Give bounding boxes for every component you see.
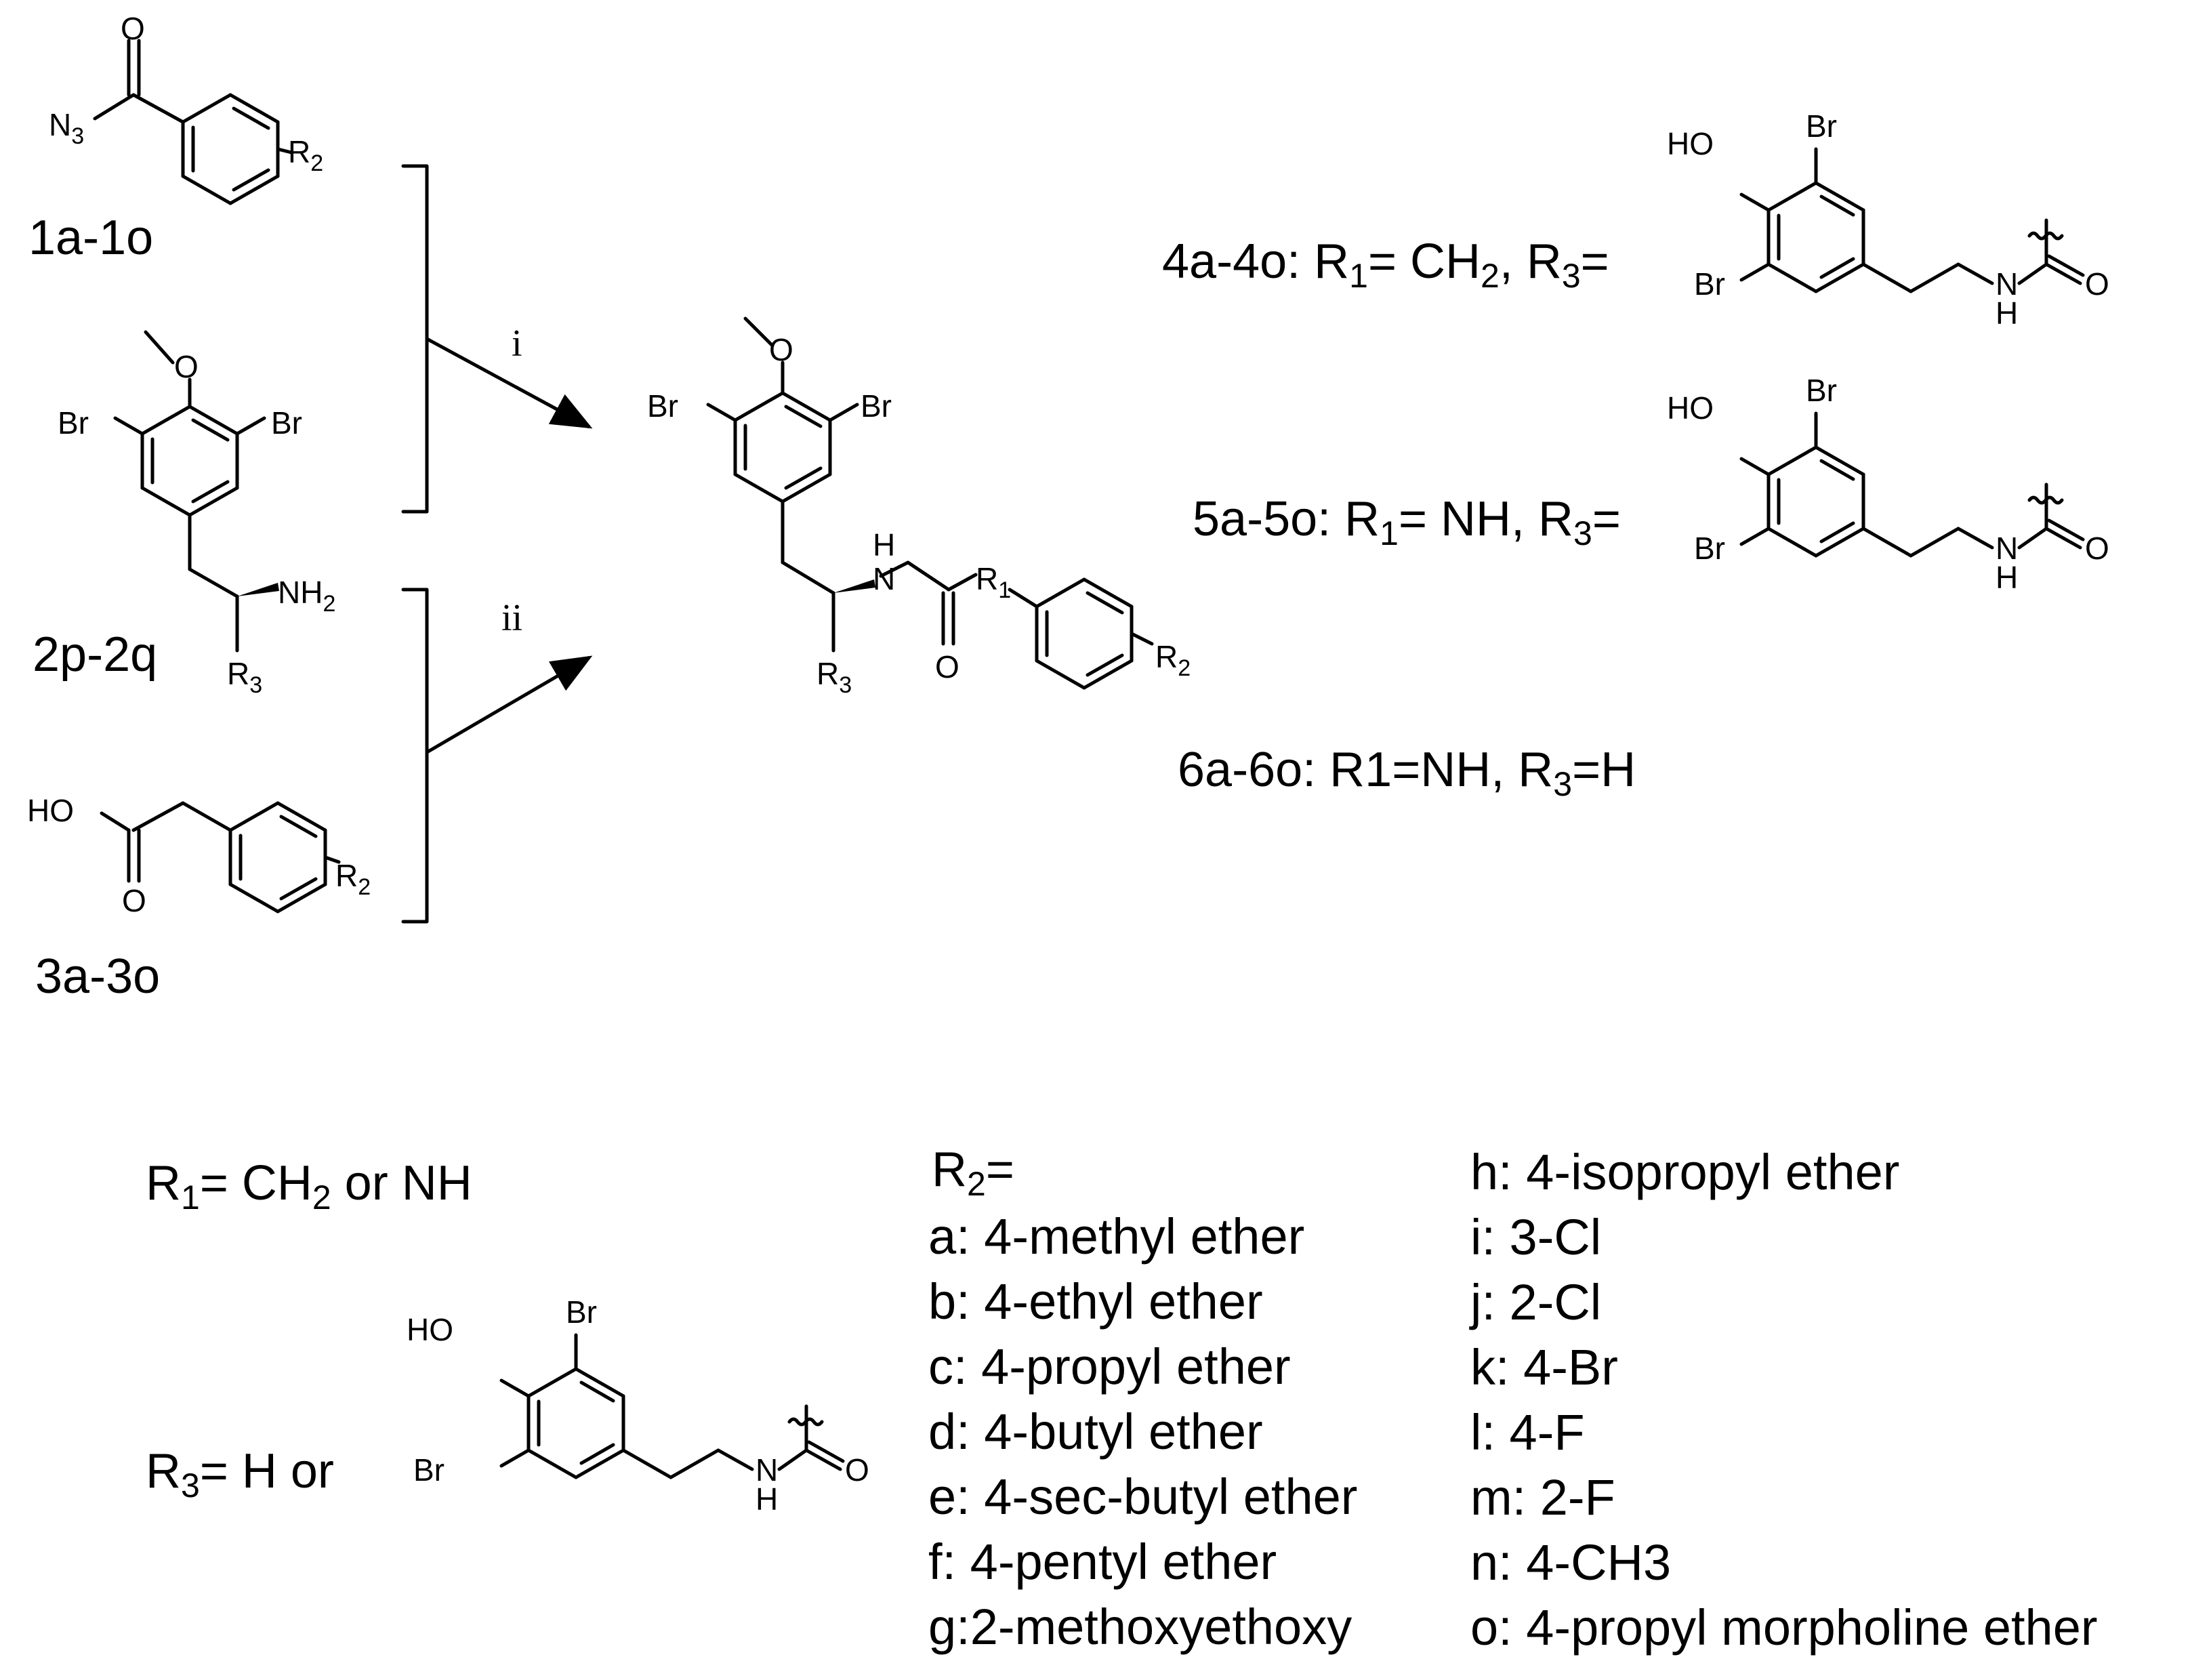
legend-r1: R1= CH2 or NH	[146, 1156, 472, 1216]
product-wedge-bond	[833, 579, 875, 593]
compound-2-label: 2p-2q	[33, 628, 157, 682]
c2-oxygen-label: O	[174, 349, 199, 384]
product-h-label: H	[873, 527, 895, 562]
c1-oxygen-label: O	[121, 11, 145, 46]
product-structure	[706, 316, 1154, 690]
series-6-label: 6a-6o: R1=NH, R3=H	[1178, 743, 1636, 803]
legend-r2-heading: R2=	[932, 1143, 1014, 1203]
c2-br-left: Br	[58, 405, 89, 441]
legend-r2-item: h: 4-isopropyl ether	[1470, 1144, 1899, 1200]
product-br-left: Br	[647, 388, 678, 424]
svg-text:HO: HO	[1667, 126, 1714, 161]
bracket-i	[401, 164, 429, 514]
legend-r2-item: o: 4-propyl morpholine ether	[1470, 1599, 2098, 1656]
legend-r2-item: e: 4-sec-butyl ether	[928, 1469, 1357, 1525]
c2-wedge-bond	[237, 583, 279, 596]
legend-r2-item: c: 4-propyl ether	[928, 1338, 1291, 1395]
legend-r3: R3= H or	[146, 1444, 334, 1504]
svg-text:Br: Br	[1806, 373, 1837, 408]
svg-text:HO: HO	[407, 1312, 453, 1347]
svg-text:H: H	[1996, 560, 2018, 595]
c2-br-right: Br	[271, 405, 302, 441]
svg-text:Br: Br	[566, 1294, 597, 1330]
product-r2-label: R2	[1155, 639, 1191, 681]
svg-text:N: N	[756, 1452, 778, 1488]
c2-nh2-label: NH2	[278, 575, 335, 617]
legend-r2-item: d: 4-butyl ether	[928, 1404, 1263, 1460]
legend-r3-fragment: HO Br Br N H O	[407, 1294, 869, 1517]
series-4-fragment: HO Br Br N H O	[1667, 108, 2109, 331]
legend-r2-item: a: 4-methyl ether	[928, 1208, 1304, 1265]
compound-2-structure	[113, 330, 266, 653]
legend-r2-item: i: 3-Cl	[1470, 1209, 1601, 1265]
c1-r2-label: R2	[288, 134, 323, 176]
svg-text:O: O	[2085, 531, 2109, 566]
legend-r2-item: n: 4-CH3	[1470, 1534, 1671, 1591]
product-oxygen-label: O	[769, 332, 793, 367]
product-r1-label: R1	[976, 561, 1011, 603]
series-4-label: 4a-4o: R1= CH2, R3=	[1162, 234, 1609, 295]
legend-r2-right-list: h: 4-isopropyl ether i: 3-Cl j: 2-Cl k: 4-B…	[1469, 1144, 2098, 1656]
svg-text:O: O	[845, 1452, 869, 1488]
legend-r2-item: k: 4-Br	[1470, 1339, 1618, 1395]
arrow-ii	[426, 655, 593, 754]
series-5-fragment: HO Br Br N H O	[1667, 373, 2109, 595]
legend-r2-item: l: 4-F	[1470, 1404, 1585, 1460]
c1-azide-label: N3	[49, 107, 84, 149]
product-n-label: N	[873, 561, 895, 596]
legend-r2-item: g:2-methoxyethoxy	[928, 1599, 1352, 1655]
c3-oxygen-label: O	[122, 883, 146, 918]
reagent-i-label: i	[512, 323, 522, 365]
svg-text:Br: Br	[1694, 266, 1725, 302]
product-br-right: Br	[861, 388, 892, 424]
legend-r2-item: b: 4-ethyl ether	[928, 1273, 1263, 1330]
legend-r2-left-list: a: 4-methyl ether b: 4-ethyl ether c: 4-pr…	[928, 1208, 1357, 1655]
product-r3-label: R3	[817, 656, 852, 698]
reagent-ii-label: ii	[501, 597, 522, 639]
product-oxygen2-label: O	[935, 649, 959, 684]
legend-r2-item: m: 2-F	[1470, 1469, 1615, 1525]
svg-text:N: N	[1996, 531, 2018, 566]
arrow-i	[426, 337, 593, 429]
legend-r2-item: f: 4-pentyl ether	[928, 1534, 1277, 1590]
compound-1-structure	[93, 39, 293, 205]
legend-r2-item: j: 2-Cl	[1469, 1274, 1601, 1330]
c3-r2-label: R2	[335, 858, 371, 900]
svg-text:Br: Br	[1694, 531, 1725, 566]
svg-text:N: N	[1996, 266, 2018, 302]
c2-r3-label: R3	[227, 656, 262, 698]
c3-ho-label: HO	[27, 793, 74, 828]
svg-text:HO: HO	[1667, 390, 1714, 426]
svg-text:H: H	[1996, 295, 2018, 331]
svg-text:O: O	[2085, 266, 2109, 302]
bracket-ii	[401, 588, 429, 924]
svg-text:Br: Br	[413, 1452, 445, 1488]
compound-1-label: 1a-1o	[28, 211, 153, 265]
svg-text:Br: Br	[1806, 108, 1837, 144]
compound-3-label: 3a-3o	[35, 949, 160, 1004]
compound-3-structure	[100, 801, 341, 914]
series-5-label: 5a-5o: R1= NH, R3=	[1193, 492, 1621, 552]
svg-text:H: H	[756, 1481, 778, 1517]
